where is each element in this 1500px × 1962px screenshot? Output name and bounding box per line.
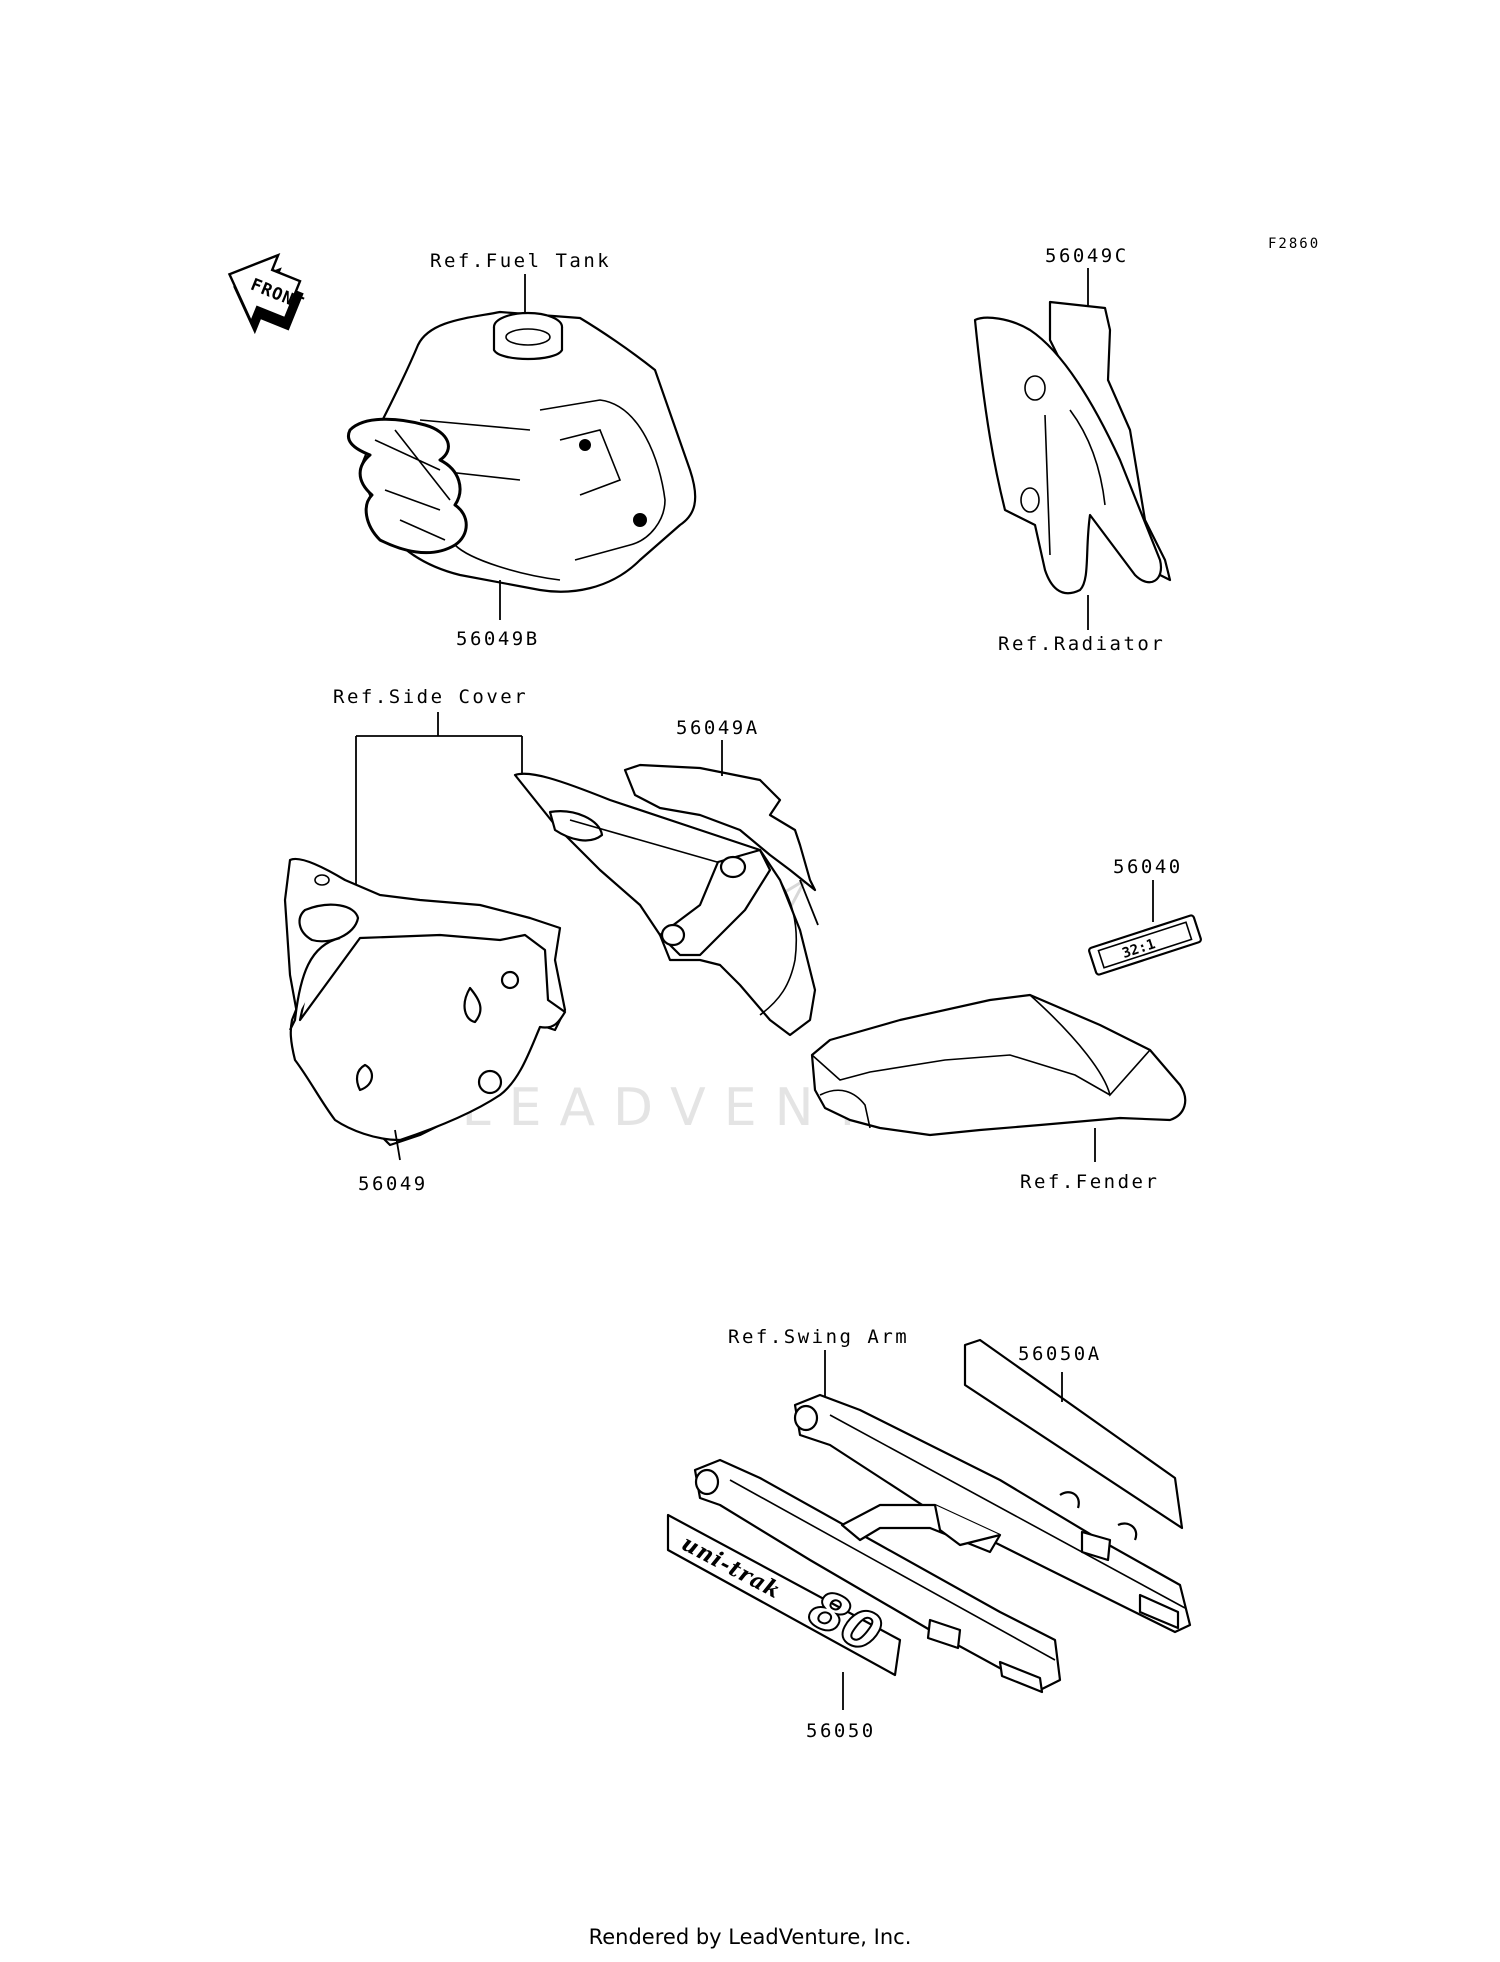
radiator-group: 56049C Ref.Radiator: [973, 245, 1172, 655]
fuel-tank-group: Ref.Fuel Tank 56049B: [346, 250, 697, 650]
decal-56049A: [623, 763, 817, 892]
part-56050A-label: 56050A: [1018, 1343, 1102, 1365]
ref-radiator-label: Ref.Radiator: [998, 633, 1165, 655]
footer-credit: Rendered by LeadVenture, Inc.: [588, 1925, 912, 1949]
swing-arm-group: Ref.Swing Arm 56050A uni-trak 80 56050: [666, 1326, 1192, 1742]
radiator-shroud: [973, 316, 1163, 595]
part-56049-label: 56049: [358, 1173, 428, 1195]
swing-arm-upper: [793, 1393, 1192, 1634]
uni-trak-label: uni-trak: [677, 1530, 785, 1604]
front-arrow-icon: FRONT: [227, 252, 307, 335]
part-56040-label: 56040: [1113, 856, 1183, 878]
decal-56050A: [963, 1338, 1184, 1530]
rear-fender: [810, 993, 1187, 1137]
part-56049A-label: 56049A: [676, 717, 760, 739]
part-56049B-label: 56049B: [456, 628, 540, 650]
swing-arm-lower: [693, 1458, 1062, 1692]
part-56050-label: 56050: [806, 1720, 876, 1742]
ref-fender-label: Ref.Fender: [1020, 1171, 1159, 1193]
decal-56040: [1088, 914, 1202, 976]
ref-fuel-tank-label: Ref.Fuel Tank: [430, 250, 611, 272]
side-cover-group: Ref.Side Cover 56049 56049A: [283, 686, 819, 1195]
part-56049C-label: 56049C: [1045, 245, 1129, 267]
figure-code: F2860: [1268, 236, 1320, 252]
ref-swing-arm-label: Ref.Swing Arm: [728, 1326, 909, 1348]
ref-side-cover-label: Ref.Side Cover: [333, 686, 528, 708]
fender-group: Ref.Fender: [810, 993, 1187, 1193]
decal-56050: [666, 1513, 902, 1677]
ratio-decal-group: 56040 32:1: [1088, 856, 1202, 976]
